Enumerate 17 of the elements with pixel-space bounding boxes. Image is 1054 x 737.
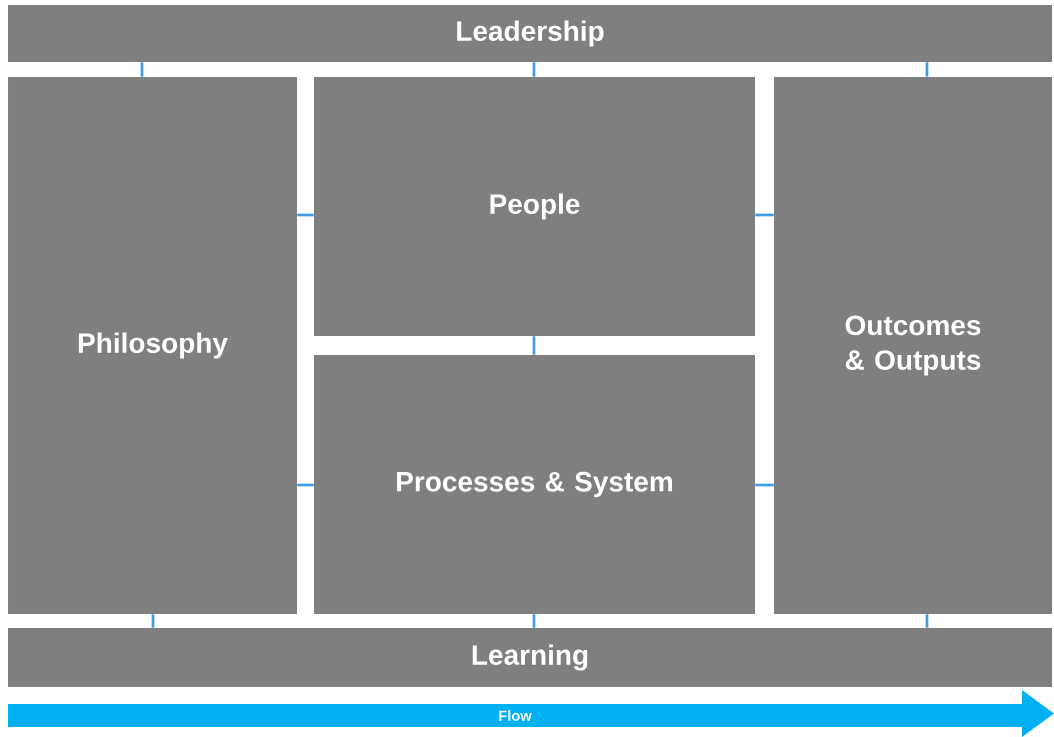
connector-line: [925, 62, 929, 77]
connector-line: [532, 62, 536, 77]
connector-line: [925, 614, 929, 628]
connector-line: [532, 614, 536, 628]
category-box: Outcomes & Outputs: [774, 77, 1052, 614]
connector-line: [755, 213, 774, 217]
connector-line: [755, 483, 774, 487]
connector-line: [532, 336, 536, 355]
category-box: People: [314, 77, 755, 336]
category-box: Philosophy: [8, 77, 297, 614]
category-box: Processes & System: [314, 355, 755, 614]
connector-line: [151, 614, 155, 628]
category-box: Leadership: [8, 5, 1052, 62]
connector-line: [297, 483, 314, 487]
category-box: Learning: [8, 628, 1052, 687]
connector-line: [297, 213, 314, 217]
connector-line: [140, 62, 144, 77]
